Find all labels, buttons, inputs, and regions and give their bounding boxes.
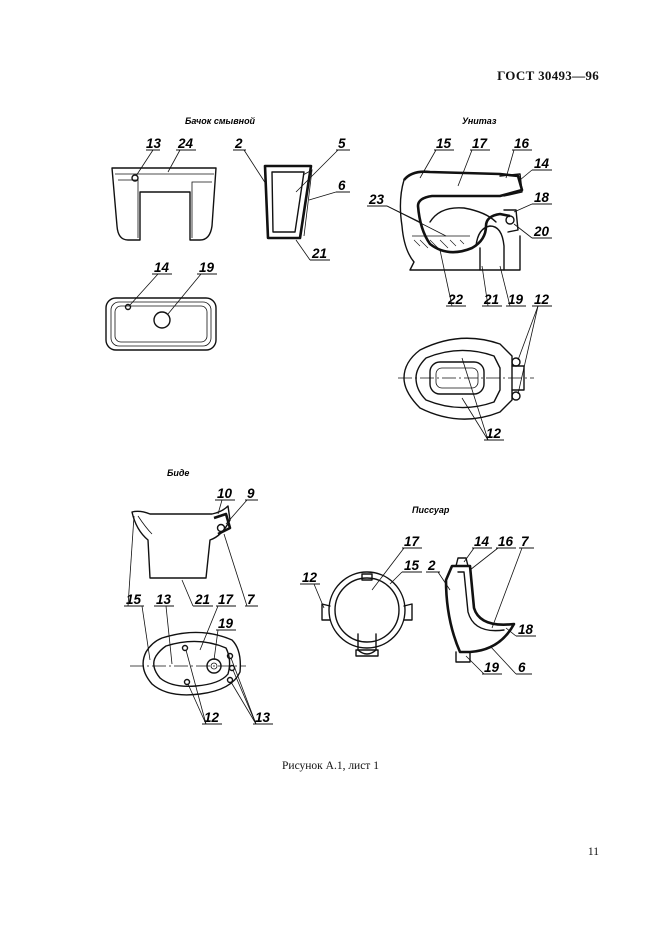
urinal-callout-15: 15 bbox=[404, 558, 420, 573]
toilet-callout-23: 23 bbox=[368, 192, 385, 207]
bidet-callout-10: 10 bbox=[217, 486, 233, 501]
tank-callout-5: 5 bbox=[338, 136, 346, 151]
urinal-callout-19: 19 bbox=[484, 660, 500, 675]
figure-caption: Рисунок А.1, лист 1 bbox=[282, 760, 379, 772]
tank-callout-6: 6 bbox=[338, 178, 346, 193]
urinal-callout-16: 16 bbox=[498, 534, 514, 549]
urinal-callouts: 12 17 15 2 14 16 7 18 19 bbox=[300, 534, 536, 675]
bidet-callout-19: 19 bbox=[218, 616, 234, 631]
bidet-callout-21: 21 bbox=[194, 592, 210, 607]
tank-callout-19: 19 bbox=[199, 260, 215, 275]
toilet-callout-12-top: 12 bbox=[534, 292, 550, 307]
toilet-callout-21: 21 bbox=[483, 292, 499, 307]
bidet-callout-15: 15 bbox=[126, 592, 142, 607]
bidet-title: Биде bbox=[167, 468, 189, 478]
tank-callouts: 13 24 2 5 6 21 14 19 bbox=[129, 136, 350, 315]
bidet-callout-13-top: 13 bbox=[156, 592, 172, 607]
toilet-callout-18: 18 bbox=[534, 190, 550, 205]
bidet-callouts: 10 9 21 7 15 13 17 19 12 bbox=[124, 486, 273, 725]
urinal-callout-7: 7 bbox=[521, 534, 530, 549]
standard-header: ГОСТ 30493—96 bbox=[497, 68, 599, 83]
tank-callout-2: 2 bbox=[234, 136, 243, 151]
toilet-callout-17: 17 bbox=[472, 136, 489, 151]
urinal-callout-18: 18 bbox=[518, 622, 534, 637]
urinal-callout-6: 6 bbox=[518, 660, 526, 675]
bidet-callout-12: 12 bbox=[204, 710, 220, 725]
toilet-section: Унитаз 15 bbox=[367, 116, 552, 441]
toilet-callout-19: 19 bbox=[508, 292, 524, 307]
urinal-title: Писсуар bbox=[412, 505, 450, 515]
bidet-callout-17: 17 bbox=[218, 592, 235, 607]
toilet-callout-20: 20 bbox=[533, 224, 550, 239]
bidet-callout-9: 9 bbox=[247, 486, 255, 501]
toilet-callout-14: 14 bbox=[534, 156, 550, 171]
urinal-section: Писсуар 12 17 15 bbox=[300, 505, 536, 675]
tank-top-view bbox=[105, 297, 217, 351]
urinal-callout-2: 2 bbox=[427, 558, 436, 573]
urinal-front-view bbox=[321, 571, 413, 657]
tank-side-section bbox=[263, 164, 313, 240]
tank-section: Бачок смывной 13 24 bbox=[105, 116, 350, 351]
tank-title: Бачок смывной bbox=[185, 116, 256, 126]
tank-callout-24: 24 bbox=[177, 136, 194, 151]
bidet-side-view bbox=[131, 505, 232, 579]
bidet-callout-7: 7 bbox=[247, 592, 256, 607]
urinal-callout-12: 12 bbox=[302, 570, 318, 585]
tank-callout-13: 13 bbox=[146, 136, 162, 151]
toilet-top-view bbox=[398, 337, 534, 420]
urinal-side-section bbox=[444, 557, 516, 663]
bidet-section: Биде 10 9 2 bbox=[124, 468, 273, 725]
toilet-title: Унитаз bbox=[462, 116, 497, 126]
toilet-side-section bbox=[399, 170, 524, 271]
urinal-callout-14: 14 bbox=[474, 534, 490, 549]
urinal-callout-17: 17 bbox=[404, 534, 421, 549]
tank-callout-14: 14 bbox=[154, 260, 170, 275]
bidet-callout-13-bottom: 13 bbox=[255, 710, 271, 725]
page-number: 11 bbox=[587, 846, 599, 858]
tank-front-view bbox=[111, 167, 217, 241]
tank-callout-21: 21 bbox=[311, 246, 327, 261]
toilet-callout-15: 15 bbox=[436, 136, 452, 151]
toilet-callout-12-bottom: 12 bbox=[486, 426, 502, 441]
toilet-callouts: 15 17 16 14 18 23 20 22 2 bbox=[367, 136, 552, 441]
toilet-callout-16: 16 bbox=[514, 136, 530, 151]
